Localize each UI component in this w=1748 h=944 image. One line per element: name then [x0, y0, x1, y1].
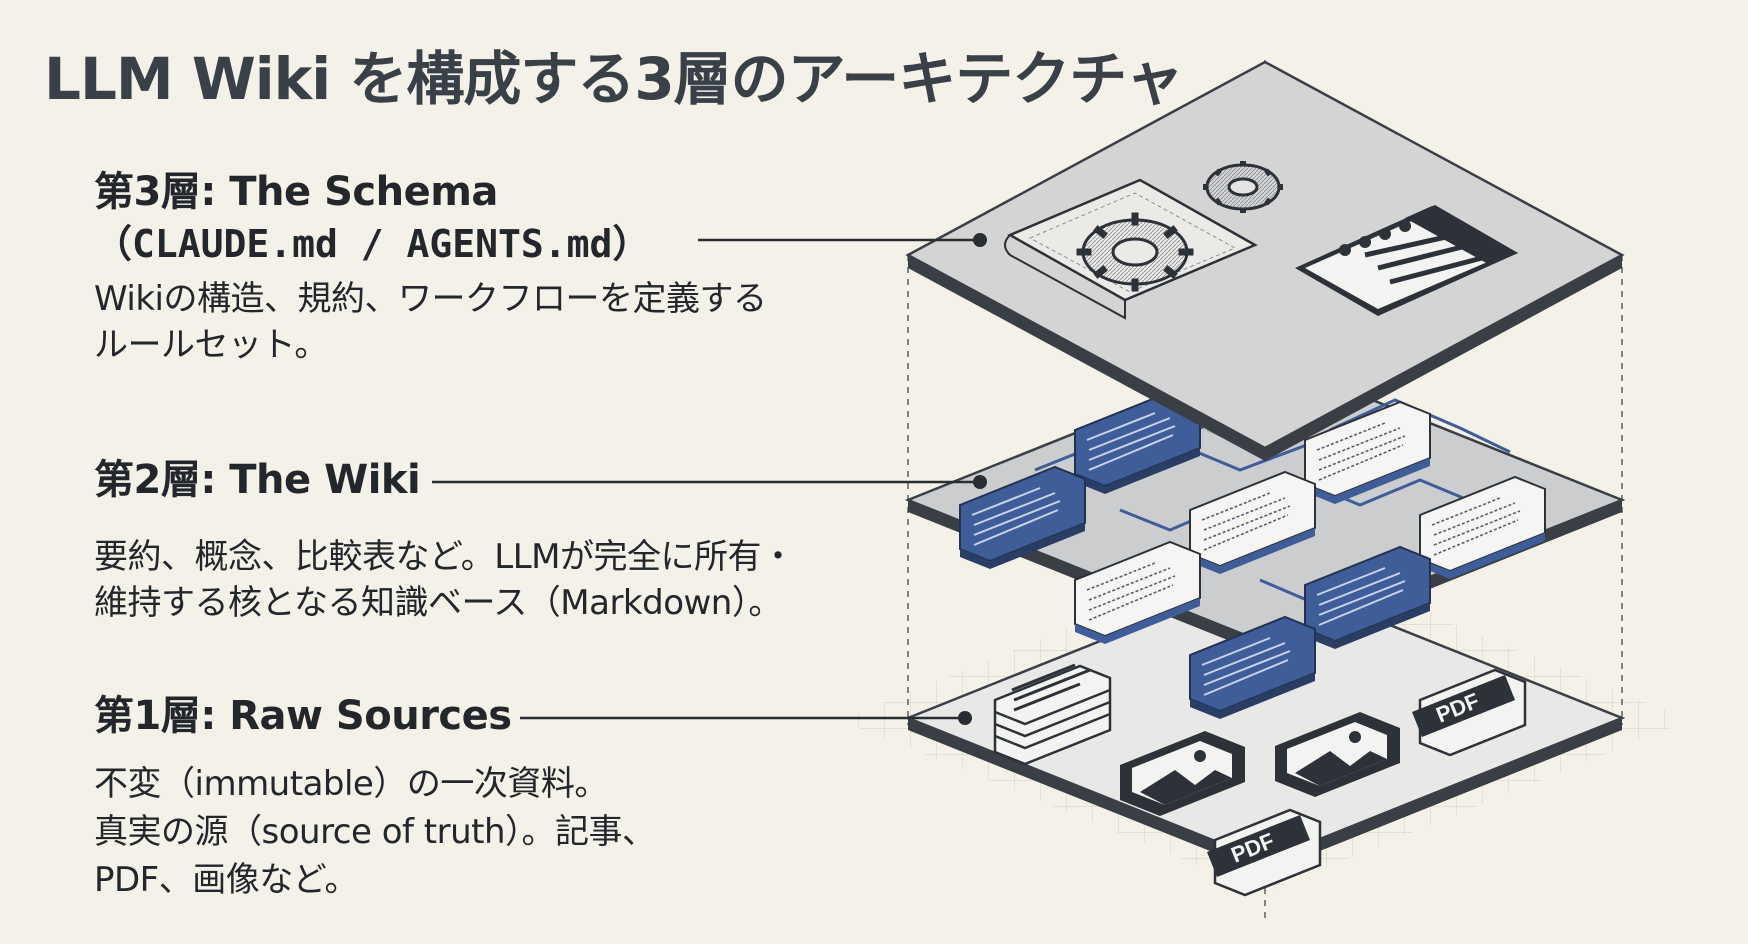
layer-2-desc-line: 要約、概念、比較表など。LLMが完全に所有・ — [94, 537, 795, 577]
page-title: LLM Wiki を構成する3層のアーキテクチャ — [44, 45, 1184, 113]
layer-2-plate — [904, 341, 1626, 720]
layer-1-heading: 第1層: Raw Sources — [94, 693, 512, 739]
layer-3-subheading: （CLAUDE.md / AGENTS.md） — [94, 222, 651, 266]
layer-3-plate — [905, 60, 1625, 461]
layer-1-desc-line: PDF、画像など。 — [94, 860, 359, 900]
layer-3-desc-line: Wikiの構造、規約、ワークフローを定義する — [94, 279, 767, 319]
layer-2-heading: 第2層: The Wiki — [94, 457, 421, 503]
layer-3-desc-line: ルールセット。 — [94, 325, 328, 365]
leader-lines — [432, 233, 987, 725]
layer-1-description: 不変（immutable）の一次資料。 真実の源（source of truth… — [94, 760, 656, 904]
pdf-icon: PDF — [1412, 668, 1527, 757]
gear-icon — [1203, 161, 1283, 213]
image-icon — [1275, 712, 1400, 797]
document-list-icon — [1295, 205, 1518, 316]
layer-2-description: 要約、概念、比較表など。LLMが完全に所有・ 維持する核となる知識ベース（Mar… — [94, 534, 795, 626]
article-stack-icon — [993, 663, 1112, 766]
blueprint-gear-icon — [1004, 178, 1258, 320]
pdf-icon: PDF — [1207, 808, 1322, 897]
layer-1-desc-line: 真実の源（source of truth）。記事、 — [94, 812, 656, 852]
layer-2-text: 第2層: The Wiki 要約、概念、比較表など。LLMが完全に所有・ 維持す… — [94, 454, 795, 626]
layer-2-desc-line: 維持する核となる知識ベース（Markdown）。 — [94, 583, 782, 623]
layer-3-heading: 第3層: The Schema — [94, 169, 498, 215]
layer-1-plate: PDF PDF — [904, 573, 1626, 897]
layer-3-text: 第3層: The Schema （CLAUDE.md / AGENTS.md） … — [94, 166, 767, 368]
layer-1-desc-line: 不変（immutable）の一次資料。 — [94, 764, 608, 804]
layer-1-text: 第1層: Raw Sources 不変（immutable）の一次資料。 真実の… — [94, 690, 656, 904]
layer-3-description: Wikiの構造、規約、ワークフローを定義する ルールセット。 — [94, 276, 767, 368]
image-icon — [1120, 731, 1245, 816]
